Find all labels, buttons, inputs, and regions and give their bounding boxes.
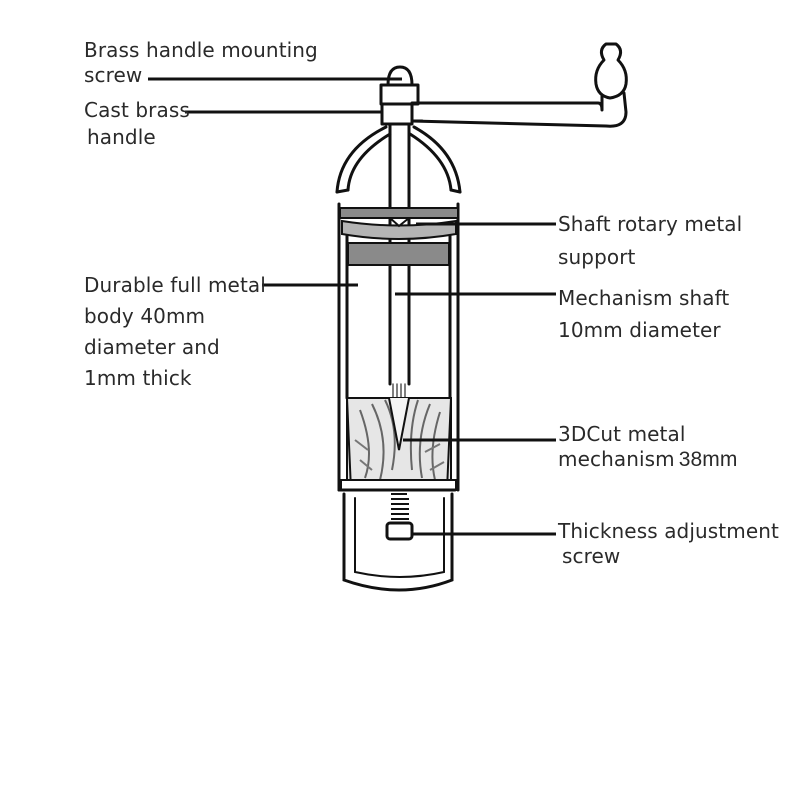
label-adjust-line1: Thickness adjustment: [558, 519, 779, 543]
label-body-line4: 1mm thick: [84, 366, 192, 390]
label-handle-screw-line2: screw: [84, 63, 143, 87]
label-cast-brass-handle: Cast brass handle: [84, 97, 190, 151]
label-body-line3: diameter and: [84, 335, 220, 359]
label-shaft-line1: Mechanism shaft: [558, 286, 730, 310]
adjustment-screw: [385, 493, 414, 541]
label-cast-handle-line1: Cast brass: [84, 98, 190, 122]
label-mech-word: mechanism: [558, 447, 675, 471]
label-cast-handle-line2: handle: [87, 125, 156, 149]
label-metal-body: Durable full metal body 40mm diameter an…: [84, 270, 266, 394]
label-adjust-line2: screw: [562, 544, 621, 568]
label-shaft-rotary-support: Shaft rotary metal support: [558, 208, 742, 274]
label-handle-screw-line1: Brass handle mounting: [84, 38, 318, 62]
label-shaft-line2: 10mm diameter: [558, 318, 721, 342]
cut-mechanism: [340, 397, 457, 491]
label-mech-size: 38mm: [678, 448, 738, 471]
leader-lines: [148, 77, 556, 536]
lower-container: [337, 488, 457, 592]
label-mechanism-shaft: Mechanism shaft 10mm diameter: [558, 282, 729, 346]
label-handle-mounting-screw: Brass handle mounting screw: [84, 38, 318, 88]
label-mech-line1: 3DCut metal: [558, 422, 686, 446]
shaft-support: [339, 207, 459, 266]
cage-arms: [335, 125, 462, 194]
crank-knob: [594, 42, 628, 100]
label-thickness-adjustment-screw: Thickness adjustment screw: [558, 519, 779, 569]
label-support-line1: Shaft rotary metal: [558, 212, 743, 236]
label-body-line1: Durable full metal: [84, 273, 266, 297]
label-support-line2: support: [558, 245, 636, 269]
mounting-screw: [379, 65, 420, 126]
crank-handle: [410, 91, 628, 128]
label-body-line2: body 40mm: [84, 304, 206, 328]
